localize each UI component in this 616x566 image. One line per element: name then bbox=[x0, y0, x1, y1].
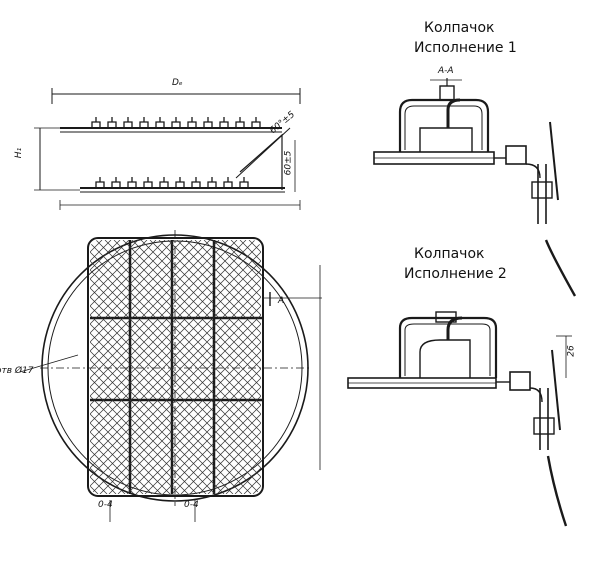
section-label: A-A bbox=[438, 66, 454, 76]
section-arrow-label: A bbox=[278, 296, 285, 306]
height-label: H₁ bbox=[14, 147, 25, 159]
cap-height-label: 26 bbox=[566, 345, 577, 357]
hole-label: отв Ø17 bbox=[0, 366, 34, 376]
cap2-variant: Исполнение 2 bbox=[404, 266, 507, 282]
cap1-title: Колпачок bbox=[424, 20, 495, 36]
cap-variant-1 bbox=[373, 78, 577, 297]
plan-view bbox=[19, 230, 322, 522]
cap2-title: Колпачок bbox=[414, 246, 485, 262]
gap-left-label: 0-4 bbox=[98, 500, 113, 510]
angle2-label: 60±5 bbox=[283, 150, 294, 176]
side-elevation bbox=[34, 88, 301, 210]
diameter-label: Dₑ bbox=[172, 78, 183, 88]
mesh-hatching bbox=[90, 240, 261, 494]
cap1-variant: Исполнение 1 bbox=[414, 40, 517, 56]
gap-right-label: 0-4 bbox=[184, 500, 199, 510]
cap-variant-2 bbox=[347, 311, 572, 527]
